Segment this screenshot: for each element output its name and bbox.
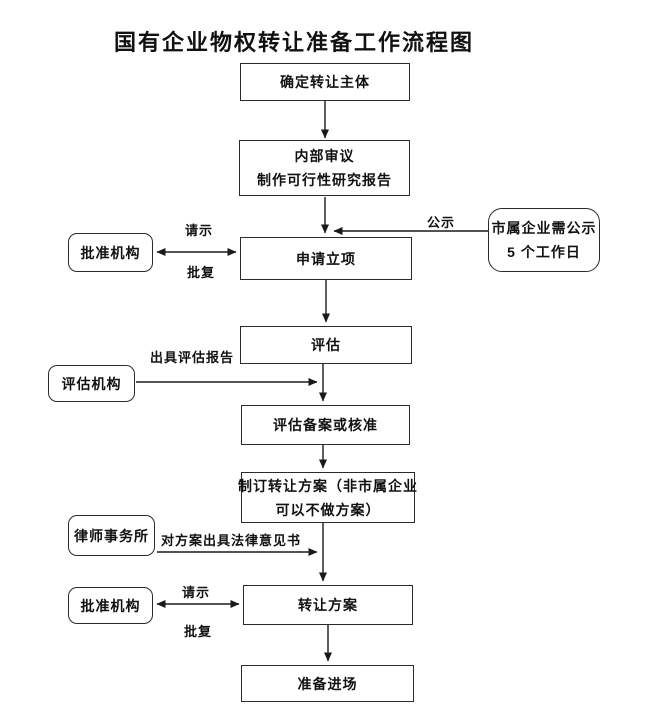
node-apply-project: 申请立项 <box>240 237 412 280</box>
node-evaluate: 评估 <box>240 326 412 364</box>
node-label: 批准机构 <box>80 597 141 614</box>
edge-label-reply-bottom: 批复 <box>184 624 213 639</box>
node-label: 申请立项 <box>296 250 356 267</box>
node-transfer-plan: 转让方案 <box>243 585 413 625</box>
node-approval-org-top: 批准机构 <box>68 233 153 272</box>
node-draft-plan: 制订转让方案（非市属企业 可以不做方案） <box>238 472 418 523</box>
edge-label-public-notice: 公示 <box>427 215 456 230</box>
node-label: 批准机构 <box>80 244 141 261</box>
node-internal-review: 内部审议 制作可行性研究报告 <box>239 140 410 196</box>
diagram-title: 国有企业物权转让准备工作流程图 <box>113 30 475 55</box>
node-label: 评估 <box>311 337 341 353</box>
node-prepare-entry: 准备进场 <box>241 665 414 702</box>
node-approval-org-bottom: 批准机构 <box>68 587 153 624</box>
node-evaluation-org: 评估机构 <box>48 365 135 402</box>
node-label: 确定转让主体 <box>280 74 370 90</box>
node-label: 转让方案 <box>298 597 358 613</box>
node-label-line1: 市属企业需公示 <box>491 220 597 236</box>
node-label-line1: 制订转让方案（非市属企业 <box>238 477 418 494</box>
node-label-line2: 可以不做方案） <box>275 501 381 518</box>
edge-label-reply-top: 批复 <box>187 265 216 280</box>
node-label: 评估备案或核准 <box>273 417 378 433</box>
node-label: 准备进场 <box>297 675 358 692</box>
node-evaluation-filing: 评估备案或核准 <box>241 405 410 445</box>
node-determine-subject: 确定转让主体 <box>240 63 410 101</box>
edge-label-request-bottom: 请示 <box>182 585 211 600</box>
node-law-firm: 律师事务所 <box>68 515 155 556</box>
node-label-line1: 内部审议 <box>294 148 355 164</box>
node-label-line2: 5 个工作日 <box>507 244 581 260</box>
edge-label-request-top: 请示 <box>185 223 214 238</box>
node-public-notice: 市属企业需公示 5 个工作日 <box>488 208 600 272</box>
node-label: 律师事务所 <box>74 527 149 544</box>
edge-label-legal-opinion: 对方案出具法律意见书 <box>161 533 302 548</box>
edge-label-issue-eval-report: 出具评估报告 <box>150 350 235 365</box>
node-label: 评估机构 <box>61 375 122 392</box>
node-label-line2: 制作可行性研究报告 <box>257 172 392 188</box>
